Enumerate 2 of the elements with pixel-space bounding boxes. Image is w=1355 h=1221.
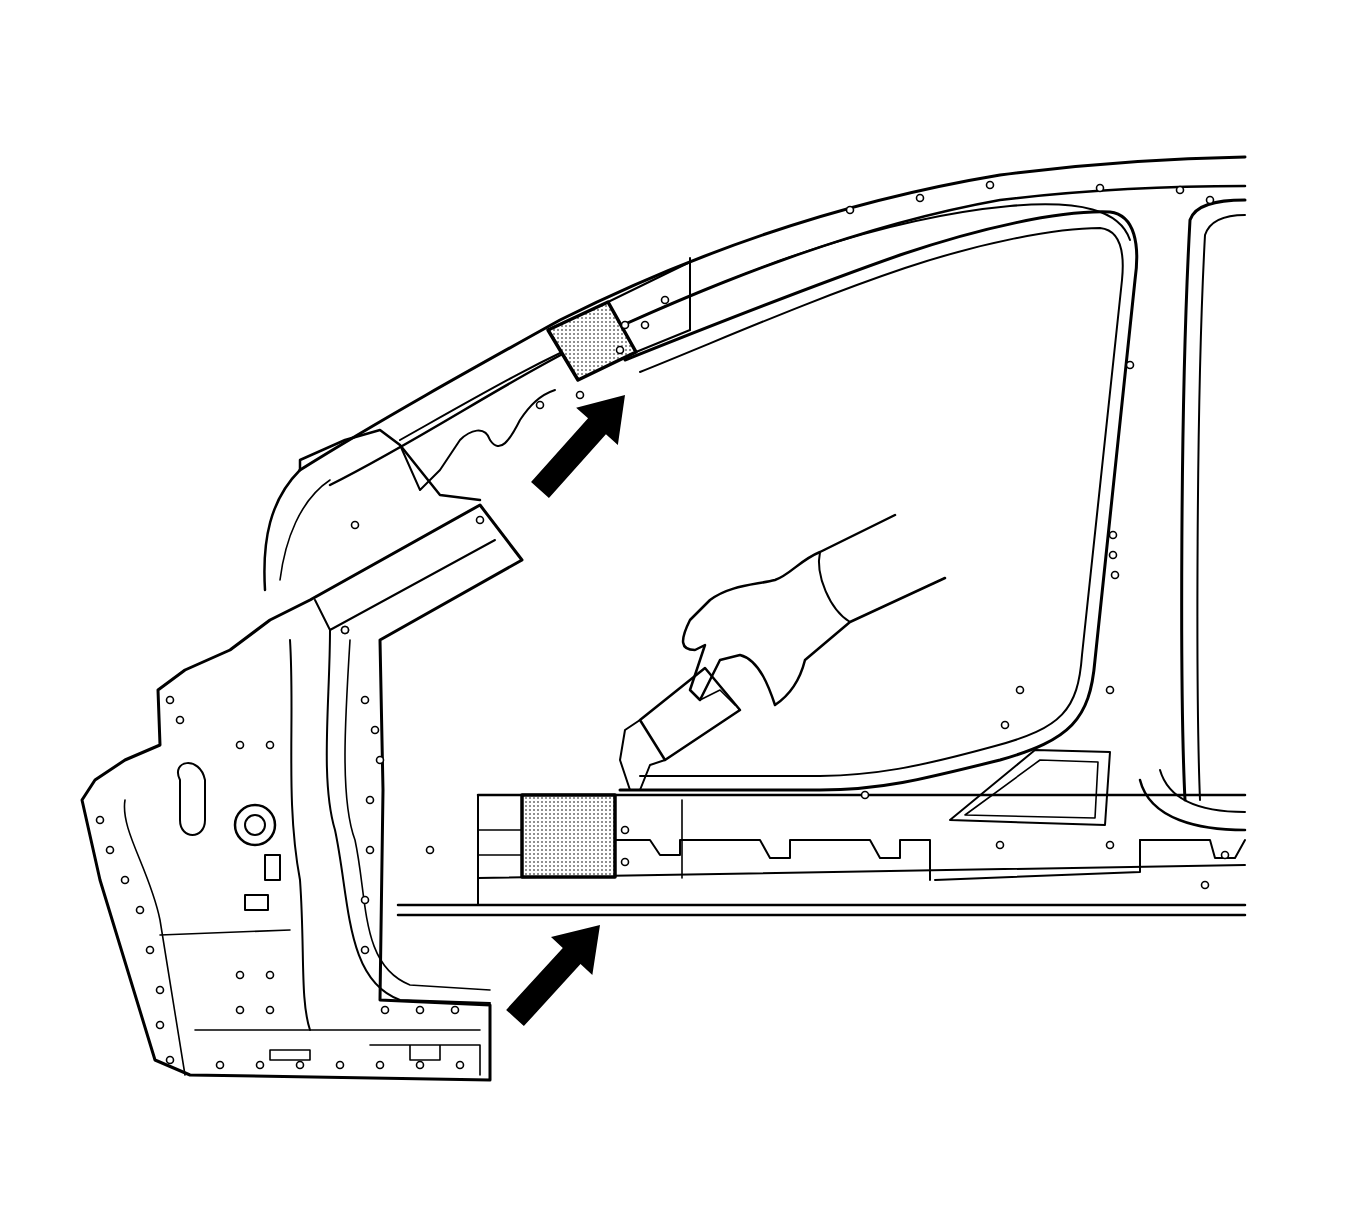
block-arrow xyxy=(506,925,600,1027)
block-arrow xyxy=(531,395,625,498)
